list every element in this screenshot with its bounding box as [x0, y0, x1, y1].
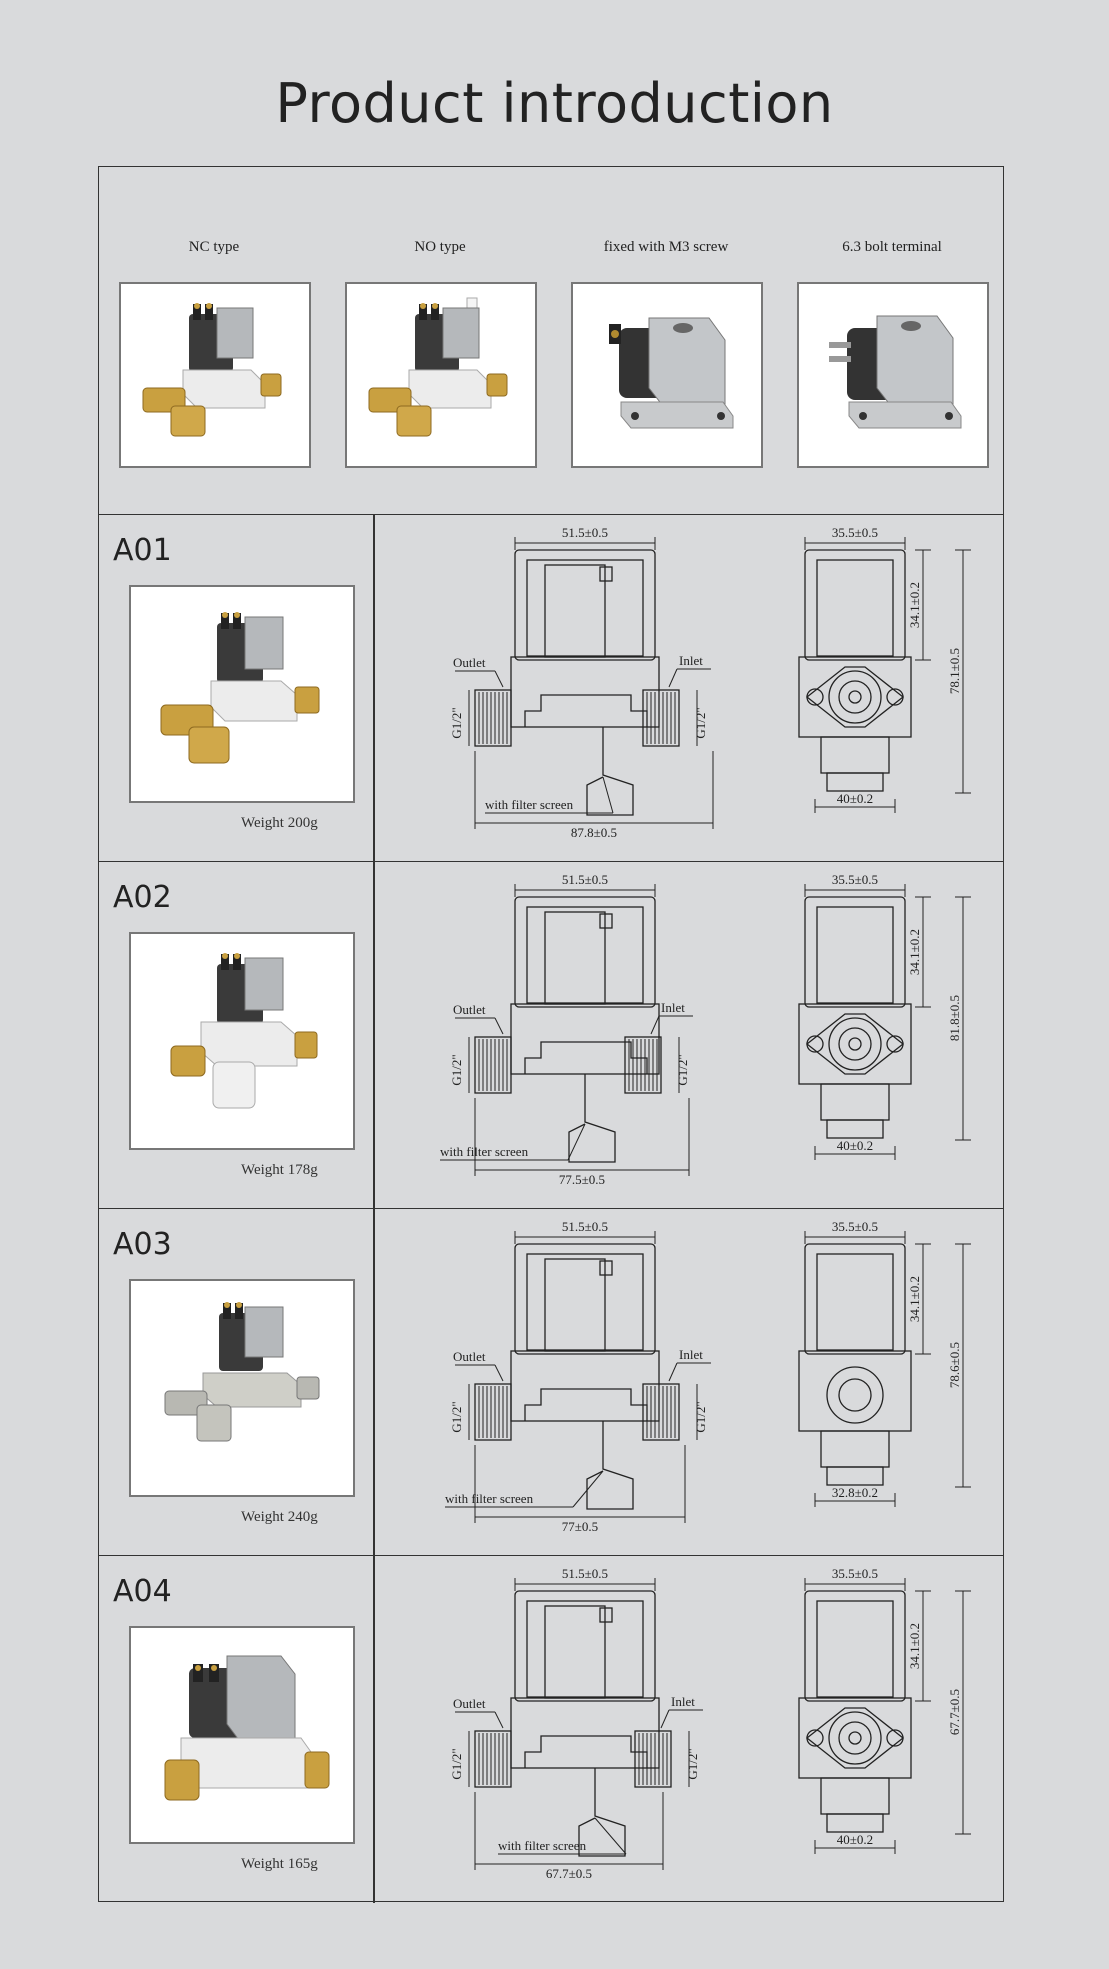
product-table: NC type NO type fixed with M3 screw 6.3 …	[98, 166, 1004, 1903]
model-name: A03	[113, 1227, 172, 1262]
dim-side-height: 78.1±0.5	[947, 648, 962, 694]
model-photo	[129, 1279, 355, 1497]
dim-side-coil: 34.1±0.2	[907, 929, 922, 975]
label-inlet: Inlet	[661, 1000, 685, 1015]
model-weight: Weight 240g	[241, 1509, 318, 1525]
row-divider	[373, 1209, 375, 1555]
dim-side-top: 35.5±0.5	[832, 872, 878, 887]
label-inlet: Inlet	[679, 653, 703, 668]
dim-thread-left: G1/2"	[449, 707, 464, 738]
dim-length: 77±0.5	[562, 1519, 598, 1534]
label-filter: with filter screen	[498, 1838, 587, 1853]
model-photo	[129, 1626, 355, 1844]
dim-side-top: 35.5±0.5	[832, 1219, 878, 1234]
dim-coil-width: 51.5±0.5	[562, 1219, 608, 1234]
dim-side-height: 78.6±0.5	[947, 1342, 962, 1388]
type-label-no: NO type	[414, 239, 466, 255]
row-divider	[373, 862, 375, 1208]
type-label-nc: NC type	[188, 239, 240, 255]
row-divider	[373, 515, 375, 861]
dim-side-coil: 34.1±0.2	[907, 582, 922, 628]
dim-length: 77.5±0.5	[559, 1172, 605, 1187]
type-label-terminal: 6.3 bolt terminal	[842, 239, 942, 255]
model-weight: Weight 178g	[241, 1162, 318, 1178]
label-outlet: Outlet	[453, 1349, 486, 1364]
dim-thread-left: G1/2"	[449, 1401, 464, 1432]
model-photo	[129, 932, 355, 1150]
dim-side-bottom: 32.8±0.2	[832, 1485, 878, 1500]
model-name: A04	[113, 1574, 172, 1609]
model-photo	[129, 585, 355, 803]
dim-thread-right: G1/2"	[685, 1748, 700, 1779]
label-outlet: Outlet	[453, 1696, 486, 1711]
model-weight: Weight 200g	[241, 815, 318, 831]
type-header-section: NC type NO type fixed with M3 screw 6.3 …	[99, 167, 1003, 515]
model-name: A02	[113, 880, 172, 915]
dim-side-bottom: 40±0.2	[837, 791, 873, 806]
dim-length: 87.8±0.5	[571, 825, 617, 840]
label-outlet: Outlet	[453, 1002, 486, 1017]
dim-coil-width: 51.5±0.5	[562, 1566, 608, 1581]
label-outlet: Outlet	[453, 655, 486, 670]
dim-side-bottom: 40±0.2	[837, 1138, 873, 1153]
dim-side-height: 67.7±0.5	[947, 1689, 962, 1735]
dim-side-top: 35.5±0.5	[832, 1566, 878, 1581]
page-title: Product introduction	[275, 72, 834, 135]
dim-thread-right: G1/2"	[675, 1054, 690, 1085]
model-name: A01	[113, 533, 172, 568]
dim-side-coil: 34.1±0.2	[907, 1276, 922, 1322]
dim-side-bottom: 40±0.2	[837, 1832, 873, 1847]
label-filter: with filter screen	[445, 1491, 534, 1506]
dim-thread-right: G1/2"	[693, 1401, 708, 1432]
row-divider	[373, 1556, 375, 1903]
dim-thread-left: G1/2"	[449, 1054, 464, 1085]
type-label-m3: fixed with M3 screw	[603, 239, 729, 255]
type-photo-m3	[571, 282, 763, 468]
model-weight: Weight 165g	[241, 1856, 318, 1872]
label-inlet: Inlet	[671, 1694, 695, 1709]
dim-length: 67.7±0.5	[546, 1866, 592, 1881]
dim-side-top: 35.5±0.5	[832, 525, 878, 540]
dim-thread-right: G1/2"	[693, 707, 708, 738]
label-filter: with filter screen	[485, 797, 574, 812]
dim-side-coil: 34.1±0.2	[907, 1623, 922, 1669]
dim-side-height: 81.8±0.5	[947, 995, 962, 1041]
dim-coil-width: 51.5±0.5	[562, 525, 608, 540]
label-filter: with filter screen	[440, 1144, 529, 1159]
type-photo-nc	[119, 282, 311, 468]
type-photo-terminal	[797, 282, 989, 468]
label-inlet: Inlet	[679, 1347, 703, 1362]
dim-coil-width: 51.5±0.5	[562, 872, 608, 887]
type-photo-no	[345, 282, 537, 468]
dim-thread-left: G1/2"	[449, 1748, 464, 1779]
